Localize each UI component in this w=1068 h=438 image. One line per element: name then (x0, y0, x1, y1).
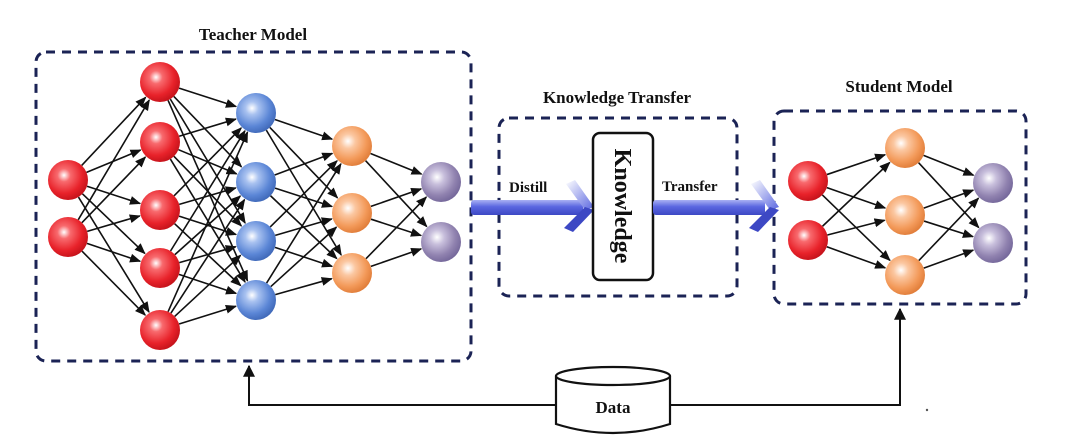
teacher-node-layer4-3 (332, 253, 372, 293)
transfer-arrow-head-upper (751, 180, 779, 210)
distill-arrow-head-upper (566, 180, 594, 210)
teacher-edge-l2-3-to-0 (265, 162, 342, 284)
transfer-label: Transfer (662, 179, 718, 195)
teacher-network-nodes (48, 62, 461, 350)
teacher-edge-l1-4-to-2 (174, 254, 242, 317)
student-node-layer1-1 (788, 161, 828, 201)
teacher-edge-l3-2-to-1 (370, 247, 423, 268)
teacher-edge-l2-1-to-1 (274, 187, 334, 208)
teacher-model-title: Teacher Model (199, 25, 307, 44)
teacher-edge-l0-0-to-4 (77, 196, 150, 314)
teacher-node-layer2-3 (140, 190, 180, 230)
teacher-node-layer2-2 (140, 122, 180, 162)
student-edge-l1-2-to-0 (918, 197, 980, 262)
teacher-edge-l0-0-to-0 (81, 96, 147, 166)
teacher-edge-l0-1-to-2 (86, 214, 141, 233)
teacher-edge-l2-0-to-0 (274, 118, 334, 141)
teacher-edge-l1-3-to-3 (178, 273, 238, 295)
teacher-edge-l1-4-to-1 (170, 198, 246, 314)
student-node-layer2-2 (885, 195, 925, 235)
teacher-edge-l1-0-to-0 (178, 87, 238, 108)
data-to-student-arrow (670, 307, 906, 406)
student-node-layer2-1 (885, 128, 925, 168)
teacher-node-layer4-1 (332, 126, 372, 166)
student-edge-l0-1-to-1 (827, 218, 886, 236)
teacher-node-layer3-3 (236, 221, 276, 261)
data-store-cylinder (554, 365, 672, 435)
teacher-node-layer5-1 (421, 162, 461, 202)
student-model-title: Student Model (845, 77, 952, 96)
transfer-arrow-shaft (653, 200, 765, 215)
teacher-edge-l1-4-to-0 (167, 131, 249, 313)
data-to-teacher-arrow (243, 364, 556, 406)
teacher-node-layer3-2 (236, 162, 276, 202)
teacher-edge-l2-1-to-0 (274, 152, 334, 176)
teacher-edge-l0-1-to-4 (81, 250, 147, 316)
teacher-node-layer1-2 (48, 217, 88, 257)
teacher-node-layer1-1 (48, 160, 88, 200)
student-edge-l1-1-to-0 (923, 189, 975, 209)
distill-arrow-shaft (471, 200, 583, 215)
teacher-edge-l2-2-to-1 (274, 217, 333, 237)
teacher-edge-l0-1-to-3 (86, 242, 142, 263)
teacher-node-layer3-1 (236, 93, 276, 133)
teacher-edge-l1-3-to-2 (179, 245, 237, 264)
student-network-nodes (788, 128, 1013, 295)
teacher-edge-l1-3-to-0 (169, 129, 246, 252)
teacher-edge-l1-1-to-0 (178, 117, 237, 137)
student-node-layer3-2 (973, 223, 1013, 263)
teacher-edge-l2-0-to-2 (265, 129, 342, 256)
teacher-edge-l0-0-to-2 (86, 185, 142, 205)
student-node-layer3-1 (973, 163, 1013, 203)
teacher-node-layer4-2 (332, 193, 372, 233)
knowledge-label: Knowledge (609, 149, 635, 264)
teacher-edge-l0-1-to-0 (77, 99, 150, 221)
student-edge-l0-0-to-0 (826, 153, 887, 176)
teacher-edge-l3-2-to-0 (365, 196, 428, 260)
teacher-edge-l3-1-to-0 (370, 187, 423, 208)
data-cylinder-top (554, 365, 672, 387)
student-edge-l0-0-to-1 (826, 186, 887, 209)
teacher-edge-l3-0-to-0 (370, 152, 423, 175)
teacher-edge-l2-3-to-1 (270, 226, 338, 288)
transfer-arrow-head-lower (749, 207, 779, 232)
data-label: Data (596, 398, 631, 417)
teacher-edge-l1-4-to-3 (178, 304, 238, 325)
teacher-node-layer2-4 (140, 248, 180, 288)
student-edge-l1-2-to-1 (923, 249, 975, 269)
teacher-node-layer2-5 (140, 310, 180, 350)
teacher-node-layer5-2 (421, 222, 461, 262)
teacher-node-layer3-4 (236, 280, 276, 320)
stray-dot (925, 408, 929, 412)
teacher-edge-l3-0-to-1 (365, 160, 428, 228)
student-edge-l1-0-to-0 (923, 154, 975, 176)
teacher-edge-l0-1-to-1 (81, 156, 147, 224)
teacher-edge-l1-2-to-0 (173, 127, 243, 197)
distill-label: Distill (509, 180, 547, 196)
teacher-edge-l2-3-to-2 (275, 277, 333, 296)
student-edge-l0-1-to-2 (826, 246, 887, 269)
distill-arrow (471, 180, 594, 232)
teacher-edge-l1-2-to-1 (178, 186, 237, 206)
student-node-layer1-2 (788, 220, 828, 260)
teacher-edge-l1-3-to-1 (174, 195, 242, 256)
student-edge-l1-0-to-1 (918, 162, 980, 229)
student-network-edges (821, 153, 980, 269)
knowledge-transfer-title: Knowledge Transfer (543, 88, 692, 107)
student-node-layer2-3 (885, 255, 925, 295)
teacher-network-edges (77, 87, 428, 325)
student-edge-l0-1-to-0 (821, 161, 891, 227)
distill-arrow-head-lower (564, 207, 594, 232)
transfer-arrow (653, 180, 779, 232)
teacher-edge-l1-0-to-1 (173, 95, 243, 168)
teacher-edge-l2-2-to-0 (269, 159, 338, 228)
teacher-node-layer2-1 (140, 62, 180, 102)
data-cylinder-body (554, 376, 672, 435)
